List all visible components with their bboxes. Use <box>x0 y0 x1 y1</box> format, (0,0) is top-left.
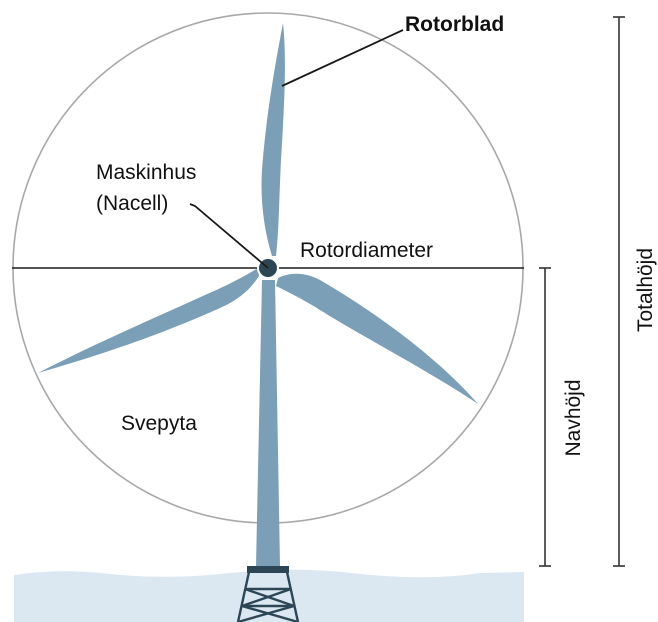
transition-piece <box>247 566 289 573</box>
rotorblad-leader-line <box>281 29 404 87</box>
navhojd-label: Navhöjd <box>562 379 585 456</box>
rotordiameter-label: Rotordiameter <box>300 239 433 262</box>
totalhojd-label: Totalhöjd <box>634 248 657 332</box>
maskinhus-label-line2: (Nacell) <box>96 192 168 215</box>
totalhojd-dimension <box>613 16 625 567</box>
jacket-foundation <box>236 571 300 622</box>
rotor-blade-right <box>276 273 478 404</box>
tower <box>256 280 280 566</box>
rotorblad-label: Rotorblad <box>405 13 504 36</box>
navhojd-dimension <box>539 267 551 567</box>
svepyta-label: Svepyta <box>121 412 197 435</box>
maskinhus-label-line1: Maskinhus <box>96 161 196 184</box>
rotor-blade-up <box>261 23 285 256</box>
maskinhus-leader-line <box>189 203 269 269</box>
rotor-blade-left <box>38 268 259 373</box>
